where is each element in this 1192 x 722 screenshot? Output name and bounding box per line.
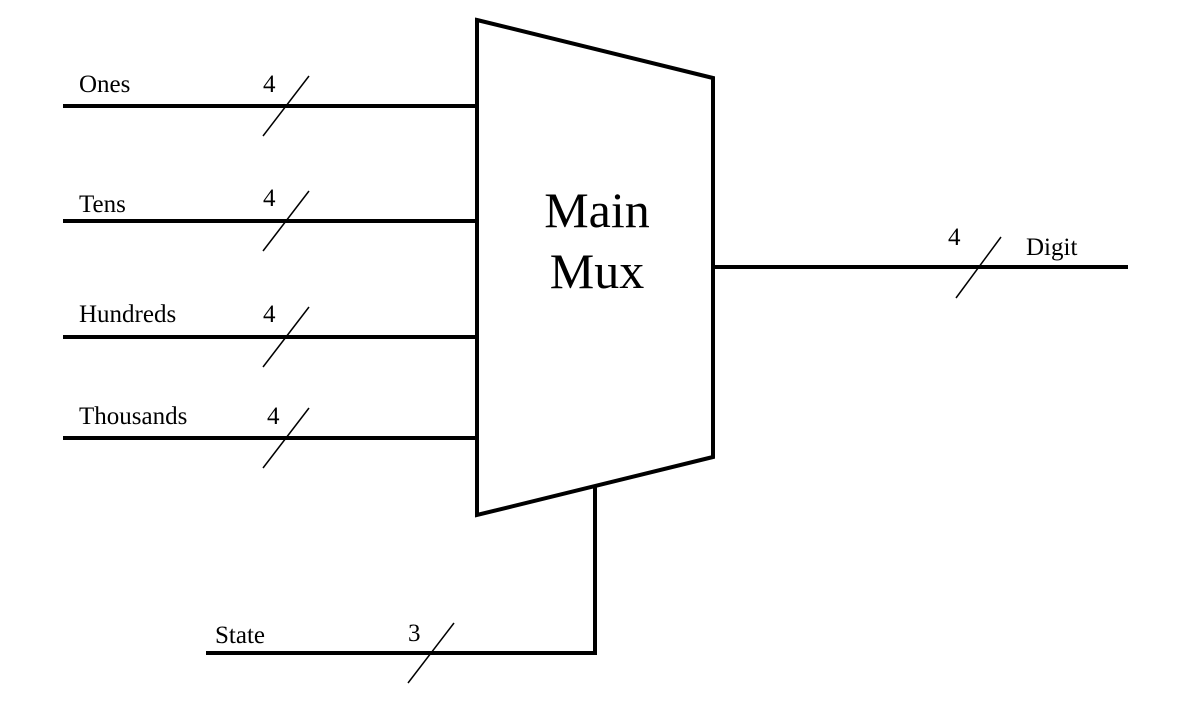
input-ones-bus-slash — [262, 75, 310, 137]
input-hundreds-width: 4 — [263, 301, 276, 328]
input-tens-bus-slash — [262, 190, 310, 252]
input-hundreds-label: Hundreds — [79, 301, 176, 328]
input-hundreds: Hundreds 4 — [63, 301, 477, 368]
mux-title-line1: Main — [544, 182, 650, 238]
select-state-bus-slash — [407, 622, 455, 684]
mux-trapezoid — [475, 17, 715, 518]
main-mux: Main Mux — [475, 17, 715, 518]
input-thousands-bus-slash — [262, 407, 310, 469]
input-hundreds-bus-slash — [262, 306, 310, 368]
output-digit-width: 4 — [948, 224, 961, 251]
input-ones-label: Ones — [79, 71, 130, 98]
input-tens: Tens 4 — [63, 185, 477, 252]
input-ones-width: 4 — [263, 71, 276, 98]
input-thousands-label: Thousands — [79, 403, 187, 430]
select-state: State 3 — [206, 485, 597, 684]
input-tens-width: 4 — [263, 185, 276, 212]
select-state-label: State — [215, 622, 265, 649]
output-digit: Digit 4 — [713, 224, 1128, 299]
mux-title-line2: Mux — [550, 243, 644, 299]
output-digit-bus-slash — [955, 236, 1002, 299]
input-thousands: Thousands 4 — [63, 403, 477, 469]
select-state-width: 3 — [408, 620, 421, 647]
input-thousands-width: 4 — [267, 403, 280, 430]
select-state-wire — [206, 485, 597, 655]
input-tens-label: Tens — [79, 191, 126, 218]
output-digit-label: Digit — [1026, 234, 1077, 261]
input-ones: Ones 4 — [63, 71, 477, 137]
